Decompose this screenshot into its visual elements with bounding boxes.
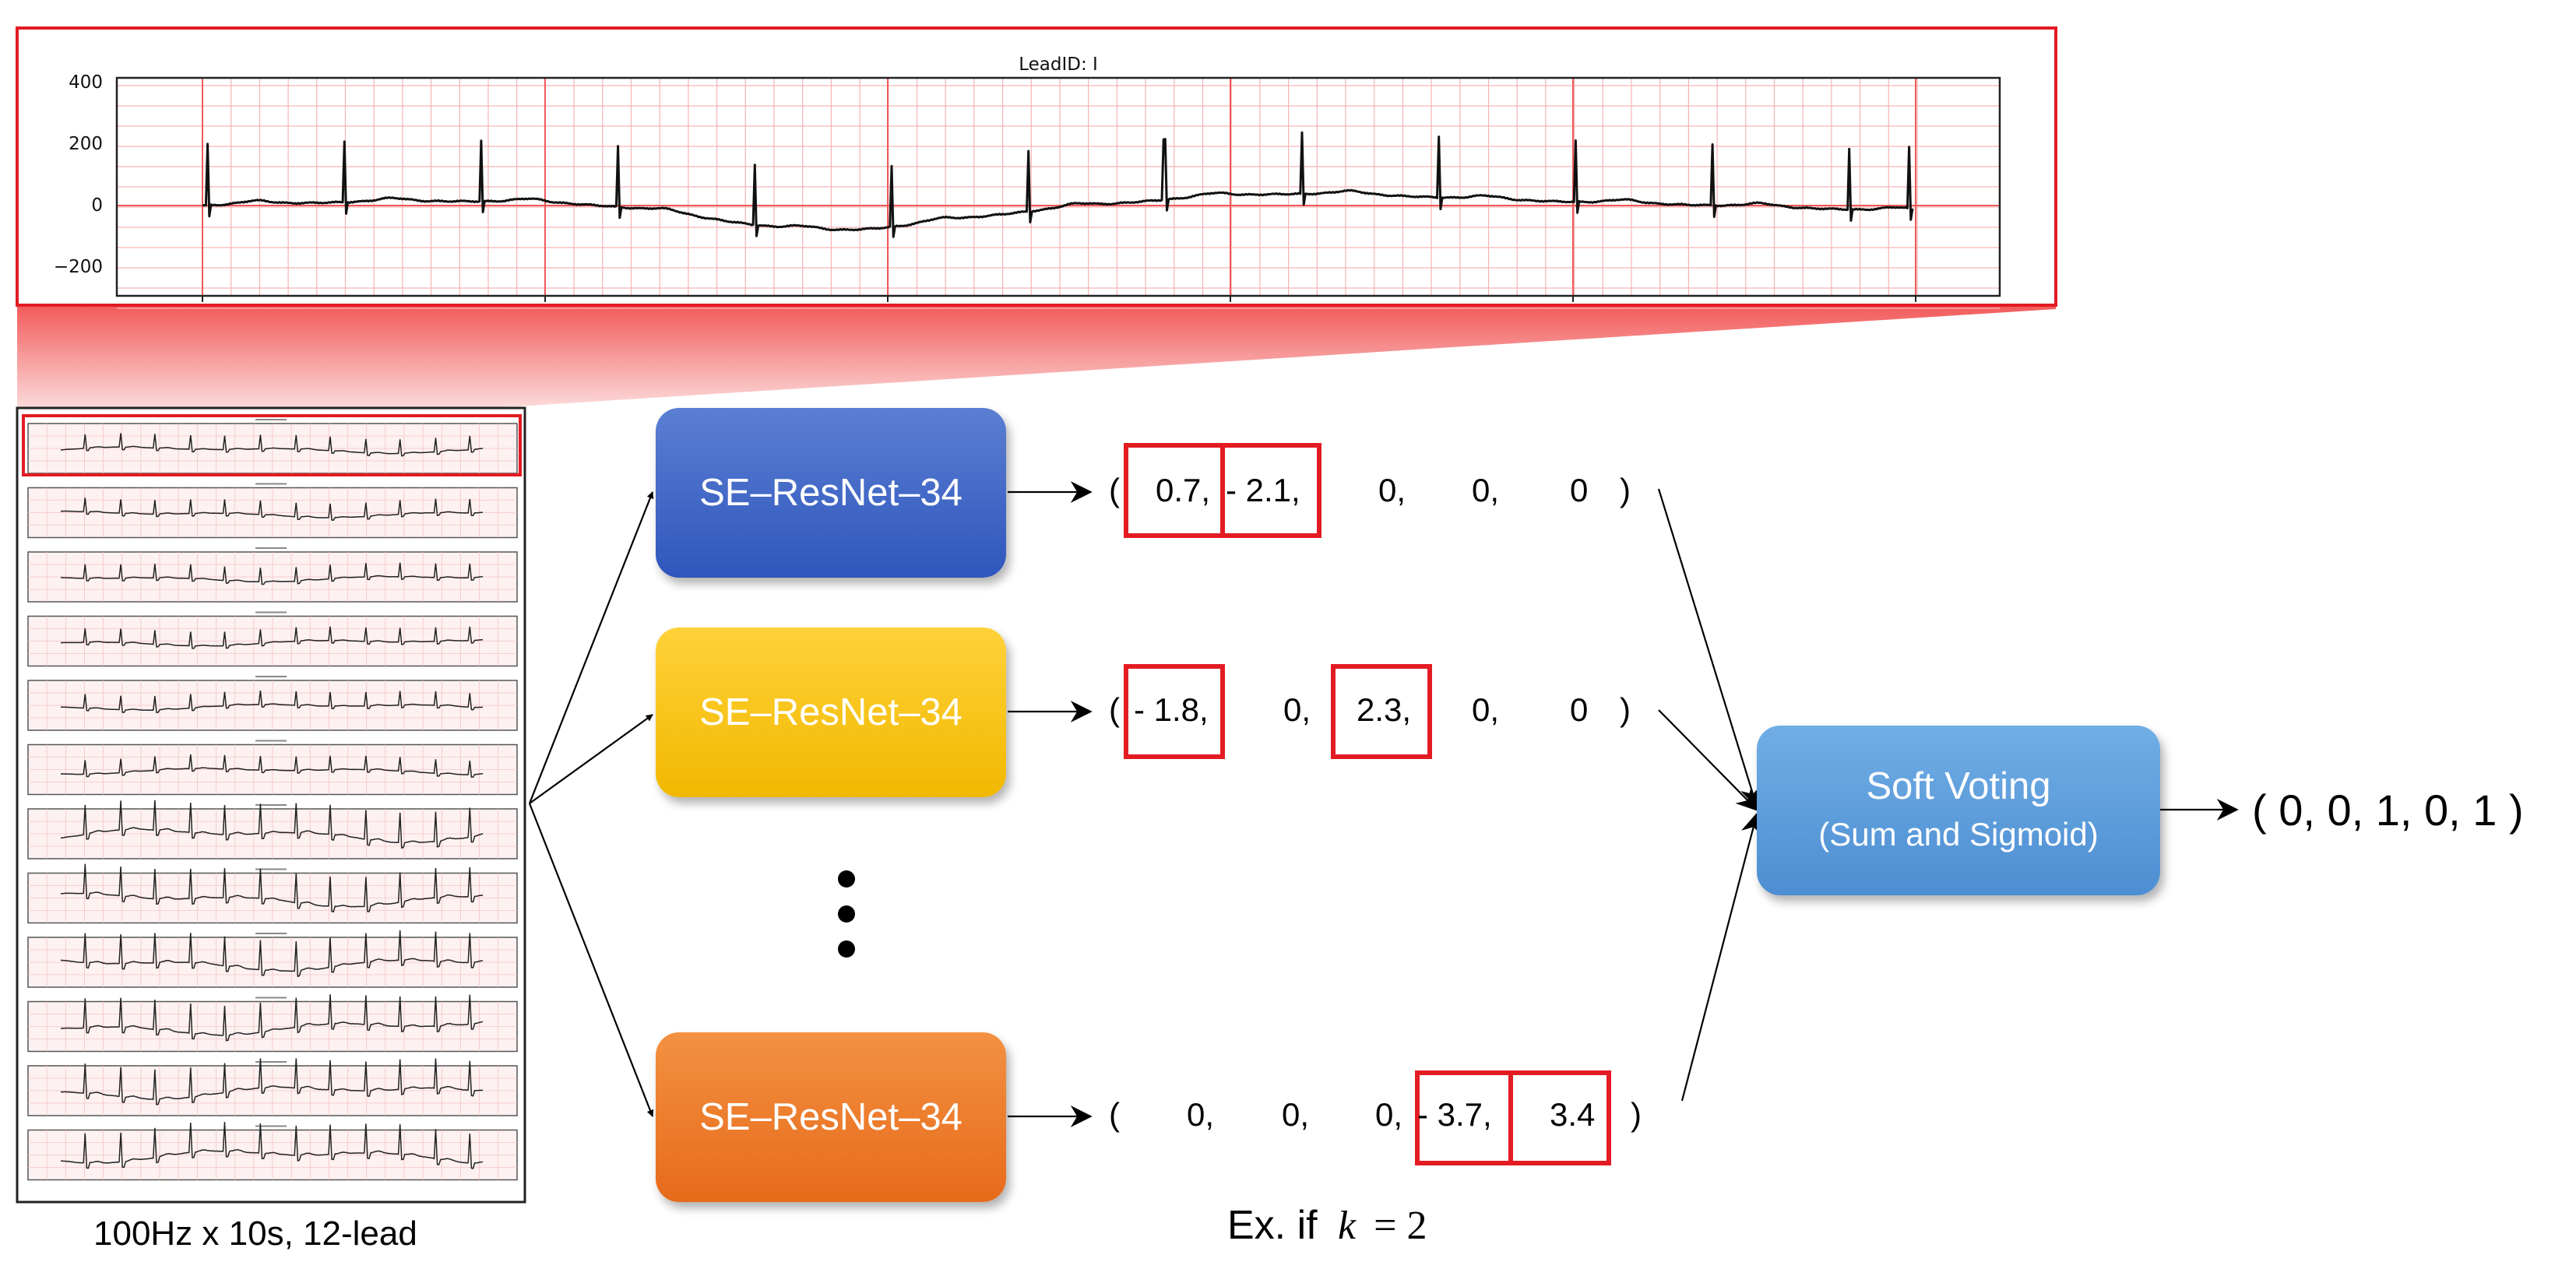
vector-value: 0 — [1570, 472, 1589, 508]
vector-value: 0.7, — [1156, 472, 1211, 508]
vector-value: 3.4 — [1550, 1096, 1596, 1133]
fan-in-arrows — [1657, 488, 1763, 1102]
model-box-3: SE–ResNet–34 — [656, 1032, 1006, 1202]
lead-thumbnail — [27, 740, 518, 796]
zoom-connector — [17, 305, 2056, 418]
vector-open-paren: ( — [1109, 1096, 1120, 1133]
top-k-highlight-box — [1124, 664, 1225, 759]
y-tick-label: 200 — [69, 134, 103, 154]
arrow-to-model-3 — [528, 803, 654, 1117]
vector-close-paren: ) — [1620, 472, 1631, 508]
lead-thumbnail — [27, 611, 518, 667]
vector-value: 0, — [1472, 472, 1500, 508]
fan-out-arrows — [528, 491, 654, 1117]
model-output-arrows — [1008, 481, 1093, 1127]
lead-thumbnail — [27, 1122, 518, 1181]
zoom-panel-title: LeadID: I — [1019, 54, 1098, 75]
model-box-2: SE–ResNet–34 — [656, 627, 1006, 797]
y-tick-label: −200 — [54, 257, 103, 277]
soft-voting-label: Soft Voting — [1866, 765, 2051, 807]
ellipsis-dot — [838, 940, 855, 958]
vector-value: 2.3, — [1357, 691, 1412, 728]
lead-thumbnail — [27, 676, 518, 731]
lead-thumbnail — [27, 419, 518, 474]
vector-value: 0, — [1378, 472, 1406, 508]
vector-close-paren: ) — [1631, 1096, 1642, 1133]
vector-open-paren: ( — [1109, 691, 1120, 728]
top-k-highlight-box — [1508, 1070, 1611, 1165]
vector-value: 0, — [1375, 1096, 1403, 1133]
example-equation: = 2 — [1364, 1204, 1427, 1248]
lead-thumbnail — [27, 483, 518, 539]
arrow-output-1-voting — [1657, 488, 1761, 809]
lead-thumbnail — [27, 994, 518, 1053]
zoom-y-ticks: 400 200 0 −200 — [54, 72, 103, 277]
vector-value: - 3.7, — [1417, 1096, 1492, 1133]
model-label: SE–ResNet–34 — [699, 1096, 962, 1138]
vector-value: - 1.8, — [1134, 691, 1209, 728]
example-caption: Ex. if k = 2 — [1227, 1202, 1427, 1249]
lead-thumbnail — [27, 800, 518, 859]
model-label: SE–ResNet–34 — [699, 472, 962, 514]
example-variable: k — [1338, 1204, 1357, 1248]
arrow-to-model-1 — [528, 491, 654, 804]
model-label: SE–ResNet–34 — [699, 691, 962, 733]
top-k-highlight-box — [1331, 664, 1432, 759]
vector-value: 0 — [1570, 691, 1589, 728]
lead-thumbnail — [27, 1058, 518, 1116]
ecg-trace-lead-i — [202, 131, 1914, 238]
vector-value: - 2.1, — [1226, 472, 1300, 508]
soft-voting-box: Soft Voting (Sum and Sigmoid) — [1757, 726, 2160, 895]
vector-value: 0, — [1282, 1096, 1310, 1133]
ellipsis-dot — [838, 870, 855, 888]
vector-open-paren: ( — [1109, 472, 1120, 508]
vector-value: 0, — [1187, 1096, 1215, 1133]
y-tick-label: 0 — [91, 195, 103, 216]
vector-value: 0, — [1472, 691, 1500, 728]
thumbnail-highlight — [22, 414, 522, 476]
arrow-to-model-2 — [529, 714, 653, 804]
highlight-boxes — [1124, 443, 1611, 1165]
thumbnail-leads — [27, 419, 518, 1181]
y-tick-label: 400 — [69, 72, 103, 93]
thumbnail-caption: 100Hz x 10s, 12-lead — [93, 1214, 417, 1253]
model-box-1: SE–ResNet–34 — [656, 408, 1006, 578]
soft-voting-sublabel: (Sum and Sigmoid) — [1818, 816, 2099, 852]
lead-thumbnail — [27, 547, 518, 603]
zoom-plot-axes — [115, 76, 2001, 297]
top-k-highlight-box — [1220, 443, 1321, 538]
final-output-vector: ( 0, 0, 1, 0, 1 ) — [2252, 786, 2524, 835]
example-prefix: Ex. if — [1227, 1203, 1318, 1248]
lead-thumbnail — [27, 930, 518, 988]
lead-thumbnail — [27, 863, 518, 924]
vector-value: 0, — [1283, 691, 1311, 728]
arrow-output-2-voting — [1658, 709, 1758, 811]
ellipsis-dot — [838, 905, 855, 923]
arrow-output-3-voting — [1680, 812, 1763, 1102]
vector-close-paren: ) — [1620, 691, 1631, 728]
